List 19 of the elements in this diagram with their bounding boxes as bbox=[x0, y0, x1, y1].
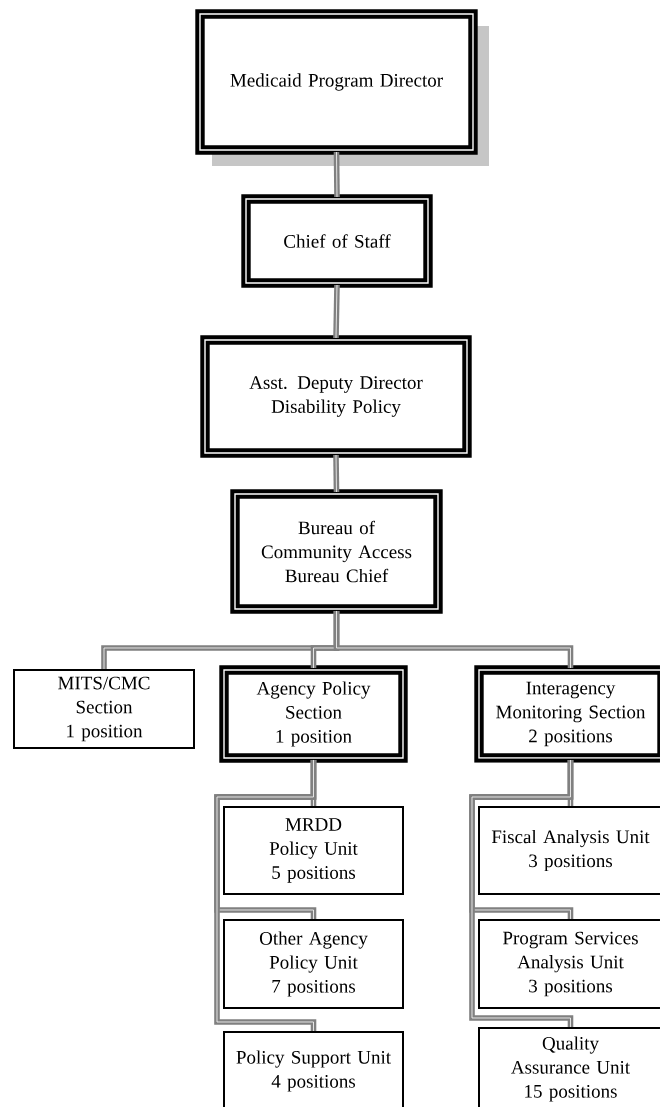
org-box: Chief of Staff bbox=[241, 194, 433, 288]
org-box: Bureau of Community Access Bureau Chief bbox=[230, 489, 443, 614]
org-box: Policy Support Unit 4 positions bbox=[223, 1031, 404, 1107]
org-box: Program Services Analysis Unit 3 positions bbox=[478, 919, 660, 1009]
org-box: Medicaid Program Director bbox=[195, 9, 478, 155]
org-box: MITS/CMC Section 1 position bbox=[13, 669, 195, 749]
connector-line bbox=[333, 151, 340, 198]
org-box: Interagency Monitoring Section 2 positions bbox=[474, 665, 660, 763]
org-box: MRDD Policy Unit 5 positions bbox=[223, 806, 404, 895]
connector-line bbox=[333, 284, 340, 339]
org-box: Asst. Deputy Director Disability Policy bbox=[200, 335, 472, 458]
org-box: Quality Assurance Unit 15 positions bbox=[478, 1027, 660, 1107]
org-box: Other Agency Policy Unit 7 positions bbox=[223, 919, 404, 1009]
org-box: Fiscal Analysis Unit 3 positions bbox=[478, 806, 660, 895]
connector-line bbox=[333, 610, 574, 669]
connector-line bbox=[333, 454, 340, 493]
org-box: Agency Policy Section 1 position bbox=[219, 665, 408, 763]
connector-line bbox=[214, 759, 317, 1032]
connector-line bbox=[469, 759, 574, 1028]
